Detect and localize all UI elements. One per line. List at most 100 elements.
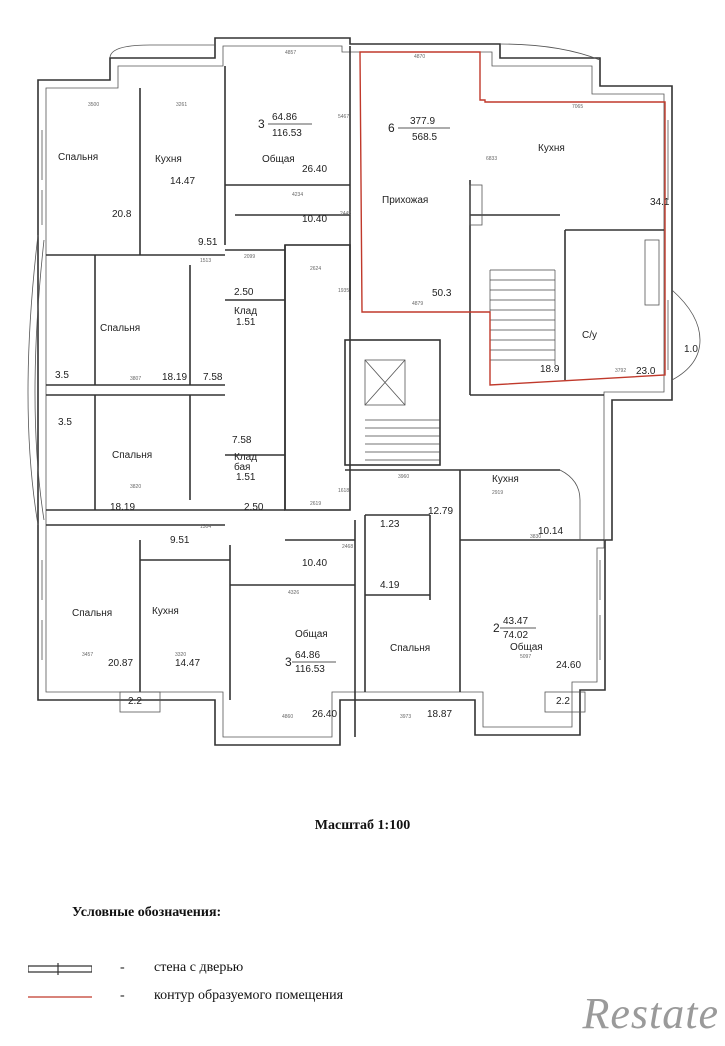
windows	[41, 120, 669, 660]
label-kitchen: Кухня	[155, 154, 182, 165]
fixture	[469, 184, 483, 226]
room-number: 6	[388, 121, 395, 135]
dimension: 5467	[338, 114, 349, 120]
top-bay-right	[499, 43, 601, 61]
area-value: 9.51	[198, 237, 218, 248]
dimension: 1513	[200, 258, 211, 264]
dimension: 1618	[338, 488, 349, 494]
area-value: 3.5	[58, 417, 72, 428]
label-kitchen: Кухня	[538, 143, 565, 154]
area-value: 1.0	[684, 344, 698, 355]
room-2-label: 2 43.47 74.02	[493, 616, 536, 641]
balcony-right	[544, 691, 586, 713]
area-value: 9.51	[170, 535, 190, 546]
fixture	[644, 239, 660, 306]
label-bedroom: Спальня	[58, 152, 98, 163]
area-value: 50.3	[432, 288, 452, 299]
dimension: 3261	[176, 102, 187, 108]
dimension: 4860	[282, 714, 293, 720]
dimension: 3457	[82, 652, 93, 658]
label-storage: Клад	[234, 306, 257, 317]
area-value: 1.23	[380, 519, 400, 530]
area-value: 14.47	[175, 658, 200, 669]
legend-dash: -	[120, 960, 125, 975]
stair-core	[344, 339, 441, 466]
label-living: Общая	[262, 153, 295, 165]
area-value: 18.19	[162, 372, 187, 383]
label-bedroom: Спальня	[72, 608, 112, 619]
dimension: 3820	[130, 484, 141, 490]
room-area-bottom: 74.02	[503, 630, 528, 641]
dimension: 7065	[572, 104, 583, 110]
area-value: 2.50	[244, 502, 264, 513]
dimension: 3320	[175, 652, 186, 658]
floor-plan: 6 377.9 568.5 3 64.86 116.53 3 64.86 116…	[27, 37, 701, 746]
outer-wall-inner	[45, 45, 665, 738]
corridor	[284, 244, 351, 511]
room-number: 3	[258, 117, 265, 131]
label-living: Общая	[295, 628, 328, 640]
dimension: 2619	[310, 501, 321, 507]
dimension: 4234	[292, 192, 303, 198]
area-value: 4.19	[380, 580, 400, 591]
area-value: 1.51	[236, 472, 256, 483]
label-living: Общая	[510, 641, 543, 653]
label-hall: Прихожая	[382, 195, 428, 206]
dimension: 3500	[88, 102, 99, 108]
stairs-lower	[365, 419, 440, 461]
area-value: 10.40	[302, 214, 327, 225]
dimension: 2624	[310, 266, 321, 272]
area-value: 18.9	[540, 364, 560, 375]
stairs-upper	[489, 269, 556, 365]
left-bay	[27, 234, 39, 526]
red-contour	[359, 51, 666, 386]
room-6-label: 6 377.9 568.5	[388, 116, 450, 143]
label-kitchen: Кухня	[152, 606, 179, 617]
label-bedroom: Спальня	[390, 643, 430, 654]
room-3-top-label: 3 64.86 116.53	[258, 112, 312, 139]
label-bedroom: Спальня	[112, 450, 152, 461]
dimension: 4879	[412, 301, 423, 307]
dimension: 1304	[200, 524, 211, 530]
area-value: 2.2	[556, 696, 570, 707]
dimension: 3973	[400, 714, 411, 720]
area-value: 2.50	[234, 287, 254, 298]
room-area-top: 64.86	[272, 112, 297, 123]
area-value: 34.1	[650, 197, 670, 208]
bay-curve	[559, 469, 581, 540]
dimension: 2919	[492, 490, 503, 496]
balcony-left	[119, 691, 161, 713]
label-storage: Клад	[234, 452, 257, 463]
room-number: 2	[493, 621, 500, 635]
room-3-bottom-label: 3 64.86 116.53	[285, 650, 336, 675]
legend-row-contour: - контур образуемого помещения	[28, 988, 628, 1008]
legend-dash: -	[120, 988, 125, 1003]
area-value: 18.19	[110, 502, 135, 513]
dimension: 4326	[288, 590, 299, 596]
red-contour-symbol	[28, 996, 92, 998]
area-value: 1.51	[236, 317, 256, 328]
label-storage-suffix: бая	[234, 461, 250, 473]
legend-row-door-wall: - стена с дверью	[28, 960, 628, 980]
room-area-top: 377.9	[410, 116, 435, 127]
area-value: 20.8	[112, 209, 132, 220]
legend-text: контур образуемого помещения	[154, 988, 344, 1003]
dimension: 4857	[285, 50, 296, 56]
legend-title: Условные обозначения:	[72, 905, 222, 920]
area-value: 7.58	[203, 372, 223, 383]
label-bath: С/у	[582, 330, 597, 341]
dimension: 5097	[520, 654, 531, 660]
elevator	[364, 359, 406, 406]
dimension: 4870	[414, 54, 425, 60]
area-value: 10.40	[302, 558, 327, 569]
area-value: 26.40	[302, 164, 327, 175]
area-value: 7.58	[232, 435, 252, 446]
legend-text: стена с дверью	[154, 960, 244, 975]
room-number: 3	[285, 655, 292, 669]
scale-label: Масштаб 1:100	[314, 818, 411, 833]
elevator-x	[364, 359, 406, 406]
area-value: 3.5	[55, 370, 69, 381]
area-value: 14.47	[170, 176, 195, 187]
area-value: 20.87	[108, 658, 133, 669]
area-value: 24.60	[556, 660, 581, 671]
